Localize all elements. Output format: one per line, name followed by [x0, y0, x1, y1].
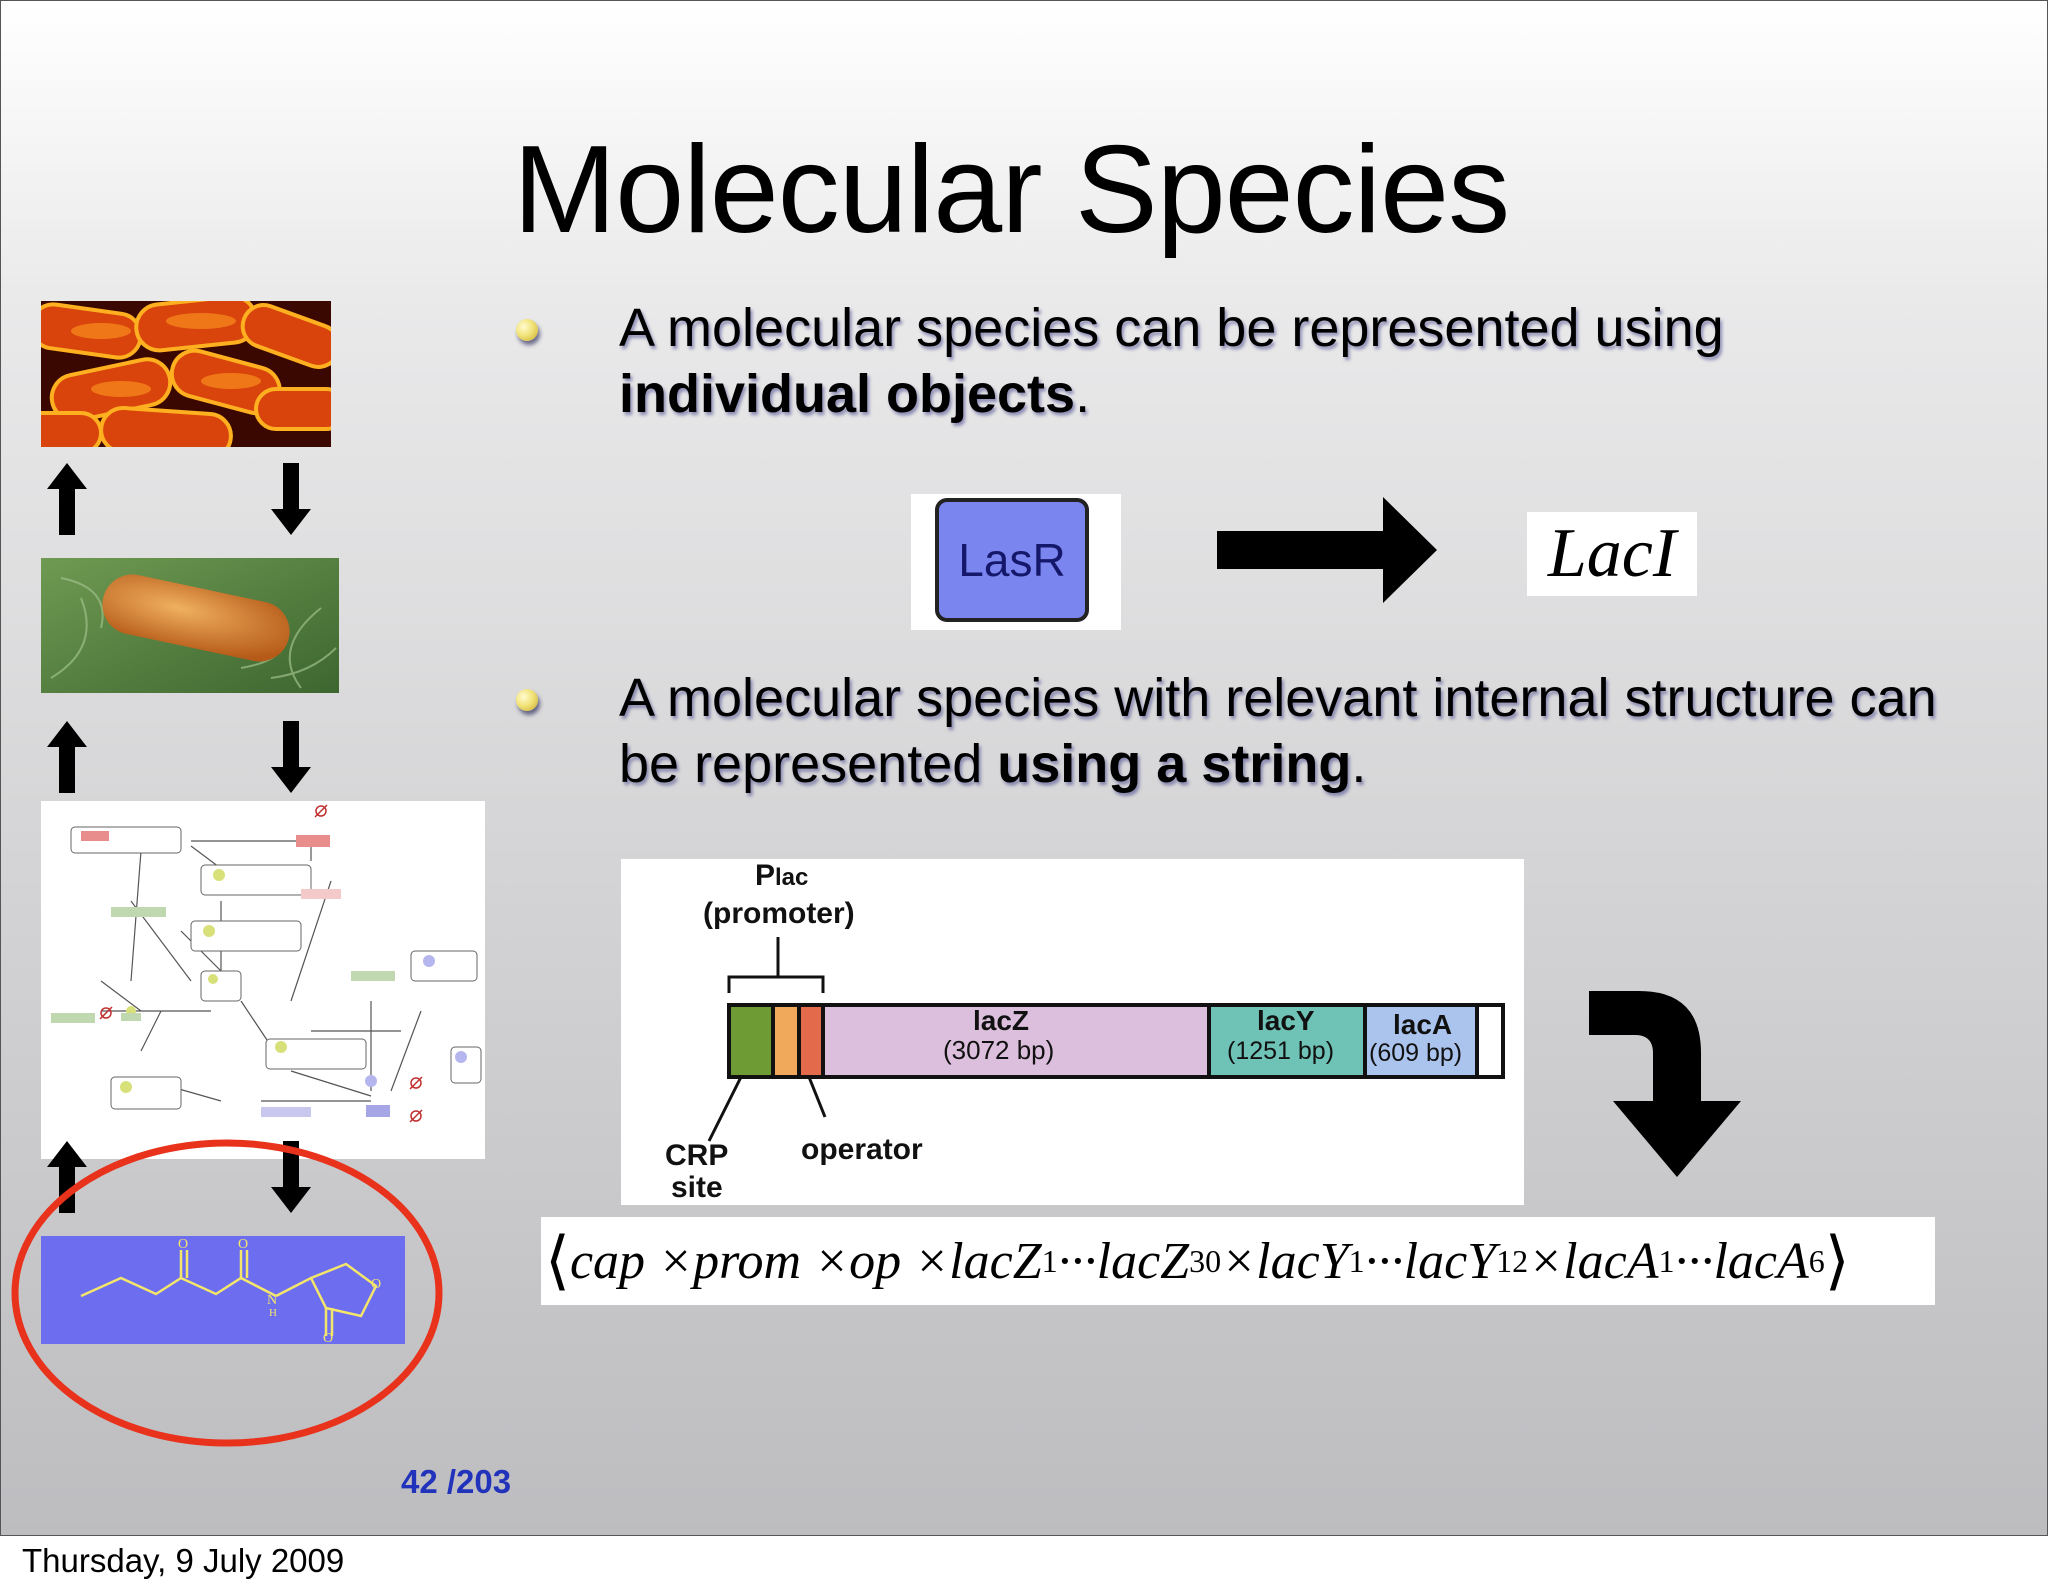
formula-part: ···lacA [1674, 1232, 1809, 1290]
laca-label: lacA [1393, 1009, 1453, 1040]
formula-part: cap ×prom ×op ×lacZ [569, 1232, 1042, 1290]
bullet-1-tail: . [1075, 364, 1091, 424]
laci-label: LacI [1527, 512, 1697, 596]
plac-label: Plac [755, 859, 808, 893]
formula-subscript: 1 [1348, 1242, 1365, 1279]
lasr-node-image: LasR [911, 494, 1121, 630]
slide: Molecular Species [0, 0, 2048, 1536]
formula-subscript: 1 [1658, 1242, 1675, 1279]
svg-text:O: O [371, 1277, 381, 1292]
bullet-1: A molecular species can be represented u… [619, 295, 1959, 427]
arrow-right-icon [1217, 497, 1437, 603]
gene-network-diagram [41, 801, 485, 1159]
plac-sub: lac [775, 864, 809, 891]
formula-subscript: 12 [1496, 1242, 1529, 1279]
curved-arrow-down-icon [1589, 991, 1741, 1177]
formula-open: ⟨ [545, 1225, 570, 1296]
slide-title: Molecular Species [513, 121, 1510, 259]
bullet-2-text: A molecular species with relevant intern… [619, 668, 1937, 794]
bullet-1-text: A molecular species can be represented u… [619, 298, 1724, 358]
site-label: site [671, 1171, 723, 1204]
bullet-2-tail: . [1351, 734, 1367, 794]
svg-text:N: N [267, 1293, 277, 1308]
page-total: /203 [446, 1463, 512, 1500]
highlight-circle [11, 1139, 443, 1447]
crp-label: CRP [665, 1139, 729, 1172]
svg-text:O: O [323, 1331, 333, 1344]
lasr-label: LasR [935, 498, 1089, 622]
page-number: 42 /203 [401, 1463, 511, 1501]
promoter-label: (promoter) [703, 897, 855, 930]
lac-operon-diagram: Plac (promoter) lacZ (30 [621, 859, 1524, 1205]
lacy-bp-label: (1251 bp) [1227, 1037, 1335, 1065]
arrow-down-icon [271, 463, 311, 535]
operator-label: operator [801, 1133, 923, 1166]
lacz-bp-label: (3072 bp) [943, 1035, 1055, 1065]
formula-subscript: 6 [1808, 1242, 1825, 1279]
svg-text:O: O [178, 1237, 188, 1252]
arrow-down-icon [271, 721, 311, 793]
arrow-up-icon [47, 721, 87, 793]
arrow-up-icon [47, 1141, 87, 1213]
laca-bp-label: (609 bp) [1369, 1039, 1463, 1067]
svg-text:O: O [238, 1237, 248, 1252]
lacz-label: lacZ [973, 1005, 1030, 1036]
formula-subscript: 1 [1041, 1242, 1058, 1279]
bullet-icon [516, 689, 538, 711]
arrow-down-icon [271, 1141, 311, 1213]
bacterium-micrograph [41, 558, 339, 693]
formula-part: ···lacY [1364, 1232, 1497, 1290]
page-current: 42 [401, 1463, 438, 1500]
formula-close: ⟩ [1824, 1225, 1850, 1296]
formula-subscript: 30 [1189, 1242, 1222, 1279]
bullet-2: A molecular species with relevant intern… [619, 665, 1959, 797]
bullet-2-bold: using a string [997, 734, 1352, 794]
bacteria-colony-image [19, 294, 348, 460]
plac-p: P [755, 859, 776, 892]
lacy-label: lacY [1257, 1005, 1315, 1036]
formula-part: ···lacZ [1057, 1232, 1190, 1290]
arrow-up-icon [47, 463, 87, 535]
bullet-icon [516, 319, 538, 341]
footer-date: Thursday, 9 July 2009 [22, 1542, 345, 1579]
formula-part: ×lacA [1528, 1232, 1659, 1290]
svg-text:H: H [269, 1307, 277, 1319]
bullet-1-bold: individual objects [619, 364, 1076, 424]
formula-part: ×lacY [1221, 1232, 1349, 1290]
